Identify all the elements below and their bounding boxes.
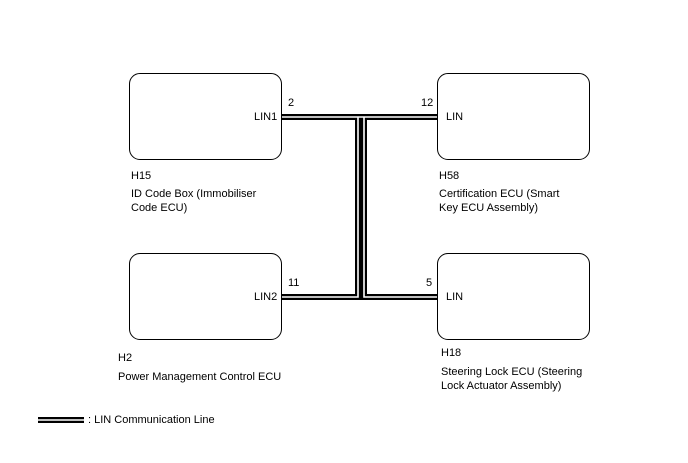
power-management-ecu-code: H2 [118, 352, 133, 364]
steering-lock-ecu-pin-label: LIN [446, 291, 464, 303]
steering-lock-ecu-name-line-2: Lock Actuator Assembly) [441, 380, 562, 392]
id-code-box-pin-number: 2 [288, 97, 295, 109]
certification-ecu-name-line-1: Certification ECU (Smart [439, 188, 560, 200]
power-management-ecu-box [129, 253, 282, 340]
lin-line-inner [282, 116, 437, 298]
id-code-box-code: H15 [131, 170, 152, 182]
id-code-box-name-line-2: Code ECU) [131, 202, 188, 214]
power-management-ecu-pin-number: 11 [288, 277, 300, 289]
steering-lock-ecu-box [437, 253, 590, 340]
id-code-box-name-line-1: ID Code Box (Immobiliser [131, 188, 257, 200]
steering-lock-ecu-code: H18 [441, 347, 462, 359]
certification-ecu-pin-label: LIN [446, 111, 464, 123]
steering-lock-ecu-name-line-1: Steering Lock ECU (Steering [441, 366, 583, 378]
certification-ecu-box [437, 73, 590, 160]
id-code-box-pin-label: LIN1 [254, 111, 278, 123]
steering-lock-ecu-pin-number: 5 [426, 277, 433, 289]
certification-ecu-pin-number: 12 [421, 97, 434, 109]
certification-ecu-code: H58 [439, 170, 460, 182]
lin-line-outer [282, 114, 437, 300]
legend-label: : LIN Communication Line [88, 414, 215, 426]
certification-ecu-name-line-2: Key ECU Assembly) [439, 202, 539, 214]
power-management-ecu-name-line-1: Power Management Control ECU [118, 371, 282, 383]
power-management-ecu-pin-label: LIN2 [254, 291, 278, 303]
id-code-box [129, 73, 282, 160]
